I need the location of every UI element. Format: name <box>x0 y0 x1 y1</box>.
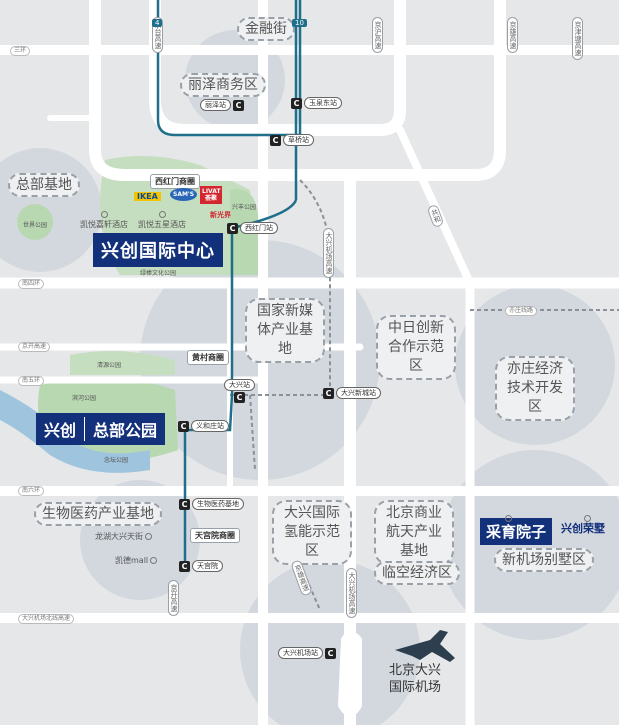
station-caoqiao-east-label: 玉泉东站 <box>304 97 342 109</box>
metro-icon: C <box>323 387 334 399</box>
metro-icon: C <box>234 392 245 403</box>
station-lize-label: 丽泽站 <box>200 99 231 111</box>
zone-hydrogen[interactable]: 大兴国际氢能示范区 <box>272 500 352 565</box>
station-daxing-xincheng-label: 大兴新城站 <box>336 387 381 399</box>
metro-icon: C <box>227 222 238 234</box>
metro-icon: C <box>291 97 302 109</box>
livat-logo: LIVAT 荟聚 <box>200 186 222 204</box>
brand-xingchuang-rongshu[interactable]: 兴创荣墅 <box>561 522 605 535</box>
road-nanliu: 南六环 <box>18 486 45 496</box>
poi-kaiyue-five[interactable]: 凯悦五星酒店 <box>138 210 186 230</box>
park-qingyuan: 清源公园 <box>97 362 122 369</box>
metro-icon: C <box>270 134 281 146</box>
road-third-ring: 三环 <box>10 46 31 56</box>
xinguangjie-logo: 新光界 <box>210 211 231 219</box>
metro-icon: C <box>325 647 336 659</box>
zone-new-airport-villa[interactable]: 新机场别墅区 <box>494 548 594 572</box>
road-south-fourth: 南四环 <box>18 279 45 289</box>
park-world: 世界公园 <box>23 222 48 229</box>
road-jingjin: 京津塘高速 <box>572 17 583 60</box>
caiyu-pin <box>503 508 514 527</box>
road-jingtai: 京台高速 <box>152 17 163 53</box>
road-daxing-expy: 大兴机场高速 <box>323 228 334 278</box>
road-jingkai-south: 京开高速 <box>168 580 179 616</box>
circle-huangcun: 黄村商圈 <box>187 350 229 365</box>
station-daxing-label: 大兴站 <box>224 379 255 391</box>
airport-label[interactable]: 北京大兴国际机场 <box>388 663 441 695</box>
airport-plane <box>395 630 455 662</box>
metro-icon: C <box>178 420 189 432</box>
brand-hq-park-label: 总部公园 <box>93 421 158 440</box>
ikea-logo: IKEA <box>134 192 161 201</box>
poi-dot <box>100 211 108 218</box>
station-xihongmen-label: 西红门站 <box>240 222 278 234</box>
park-niantan: 念坛公园 <box>104 457 129 464</box>
brand-xingchuang-label: 兴创 <box>44 421 77 440</box>
zone-bio-base[interactable]: 生物医药产业基地 <box>34 502 162 526</box>
poi-kaiyue-label: 凯悦嘉轩酒店 <box>80 220 128 229</box>
zone-hq-base[interactable]: 总部基地 <box>8 173 80 197</box>
poi-kaiyue-five-label: 凯悦五星酒店 <box>138 220 186 229</box>
poi-kaide[interactable]: 凯德mall <box>115 555 159 566</box>
road-airport-north: 大兴机场北线高速 <box>18 614 75 624</box>
brand-caiyu[interactable]: 采育院子 <box>480 518 553 545</box>
road-jinghu: 京沪高速 <box>372 17 383 53</box>
park-wetland: 绿棒文化公园 <box>140 270 177 277</box>
station-bio-base-label: 生物医药基地 <box>192 498 244 510</box>
poi-longhu-label: 龙湖大兴天街 <box>95 532 143 541</box>
circle-xihongmen: 西红门商圈 <box>150 174 200 189</box>
station-airport-label: 大兴机场站 <box>278 647 323 659</box>
poi-dot <box>145 533 152 540</box>
road-yizhuang: 亦庄线路 <box>505 306 538 316</box>
poi-dot <box>150 557 158 564</box>
poi-kaiyue[interactable]: 凯悦嘉轩酒店 <box>80 210 128 230</box>
poi-kaide-label: 凯德mall <box>115 556 149 565</box>
poi-dot <box>158 211 166 218</box>
park-binhe: 滨河公园 <box>72 395 97 402</box>
rongshu-pin <box>582 508 593 527</box>
road-jingkai: 京开高速 <box>18 342 51 352</box>
metro-icon: C <box>179 498 190 510</box>
park-xingfeng: 兴丰公园 <box>232 204 257 211</box>
line-10-badge: 10 <box>292 19 307 27</box>
zone-financial-street[interactable]: 金融街 <box>237 17 295 41</box>
station-yihezhuang-label: 义和庄站 <box>191 420 229 432</box>
brand-xingchuang-center[interactable]: 兴创国际中心 <box>93 233 223 267</box>
zone-lize[interactable]: 丽泽商务区 <box>180 73 266 97</box>
zone-sino-japan[interactable]: 中日创新合作示范区 <box>376 315 456 380</box>
circle-tiangong: 天宫院商圈 <box>190 528 240 543</box>
station-caoqiao-label: 草桥站 <box>283 134 314 146</box>
brand-divider <box>84 417 86 441</box>
road-jingxiong: 京雄高速 <box>507 17 518 53</box>
brand-xingchuang-hq-park[interactable]: 兴创 总部公园 <box>36 413 166 445</box>
sams-logo: SAM'S <box>170 188 198 201</box>
metro-icon: C <box>233 99 244 111</box>
metro-icon: C <box>179 560 190 572</box>
zone-airport-economy[interactable]: 临空经济区 <box>374 561 460 585</box>
zone-new-media[interactable]: 国家新媒体产业基地 <box>245 298 325 363</box>
line-4-badge: 4 <box>152 19 163 27</box>
road-south-fifth: 南五环 <box>18 376 45 386</box>
station-tiangongyuan-label: 天宫院 <box>192 560 223 572</box>
poi-longhu[interactable]: 龙湖大兴天街 <box>95 531 154 542</box>
road-airport-expy: 大兴机场高速 <box>346 568 357 618</box>
zone-aero[interactable]: 北京商业航天产业基地 <box>374 500 454 565</box>
zone-etdz[interactable]: 亦庄经济技术开发区 <box>495 356 575 421</box>
